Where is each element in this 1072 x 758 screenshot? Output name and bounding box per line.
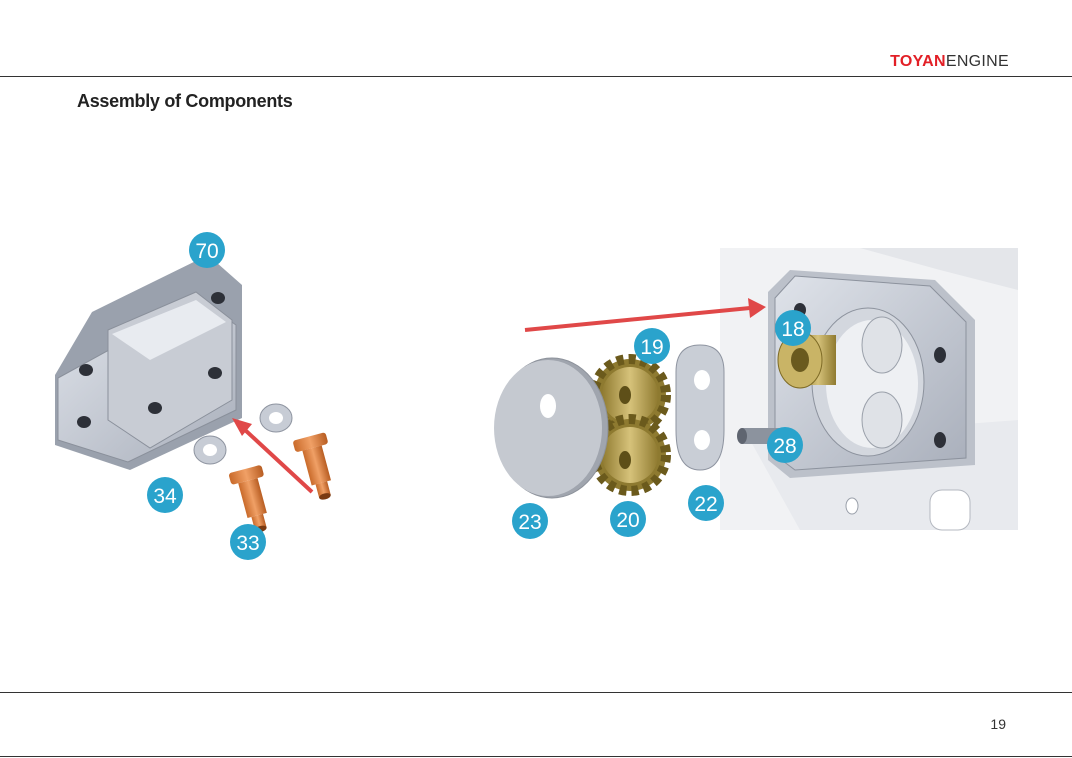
cover-disc-part-23 bbox=[494, 358, 608, 498]
svg-text:20: 20 bbox=[616, 509, 639, 532]
callout-20: 20 bbox=[610, 501, 646, 537]
gasket-part-22 bbox=[676, 345, 724, 470]
footer-divider bbox=[0, 692, 1072, 693]
svg-text:70: 70 bbox=[195, 240, 218, 263]
pump-body-part bbox=[720, 248, 1018, 530]
svg-text:34: 34 bbox=[153, 485, 177, 508]
callout-34: 34 bbox=[147, 477, 183, 513]
svg-text:33: 33 bbox=[236, 532, 259, 555]
svg-text:22: 22 bbox=[694, 493, 717, 516]
callout-22: 22 bbox=[688, 485, 724, 521]
callout-33: 33 bbox=[230, 524, 266, 560]
bottom-border bbox=[0, 756, 1072, 757]
svg-text:23: 23 bbox=[518, 511, 541, 534]
callout-23: 23 bbox=[512, 503, 548, 539]
callout-19: 19 bbox=[634, 328, 670, 364]
callout-18: 18 bbox=[775, 310, 811, 346]
callout-28: 28 bbox=[767, 427, 803, 463]
svg-text:18: 18 bbox=[781, 318, 804, 341]
svg-text:19: 19 bbox=[640, 336, 663, 359]
page-number: 19 bbox=[990, 716, 1006, 732]
callout-70: 70 bbox=[189, 232, 225, 268]
pin-part-33 bbox=[228, 432, 342, 536]
svg-text:28: 28 bbox=[773, 435, 796, 458]
